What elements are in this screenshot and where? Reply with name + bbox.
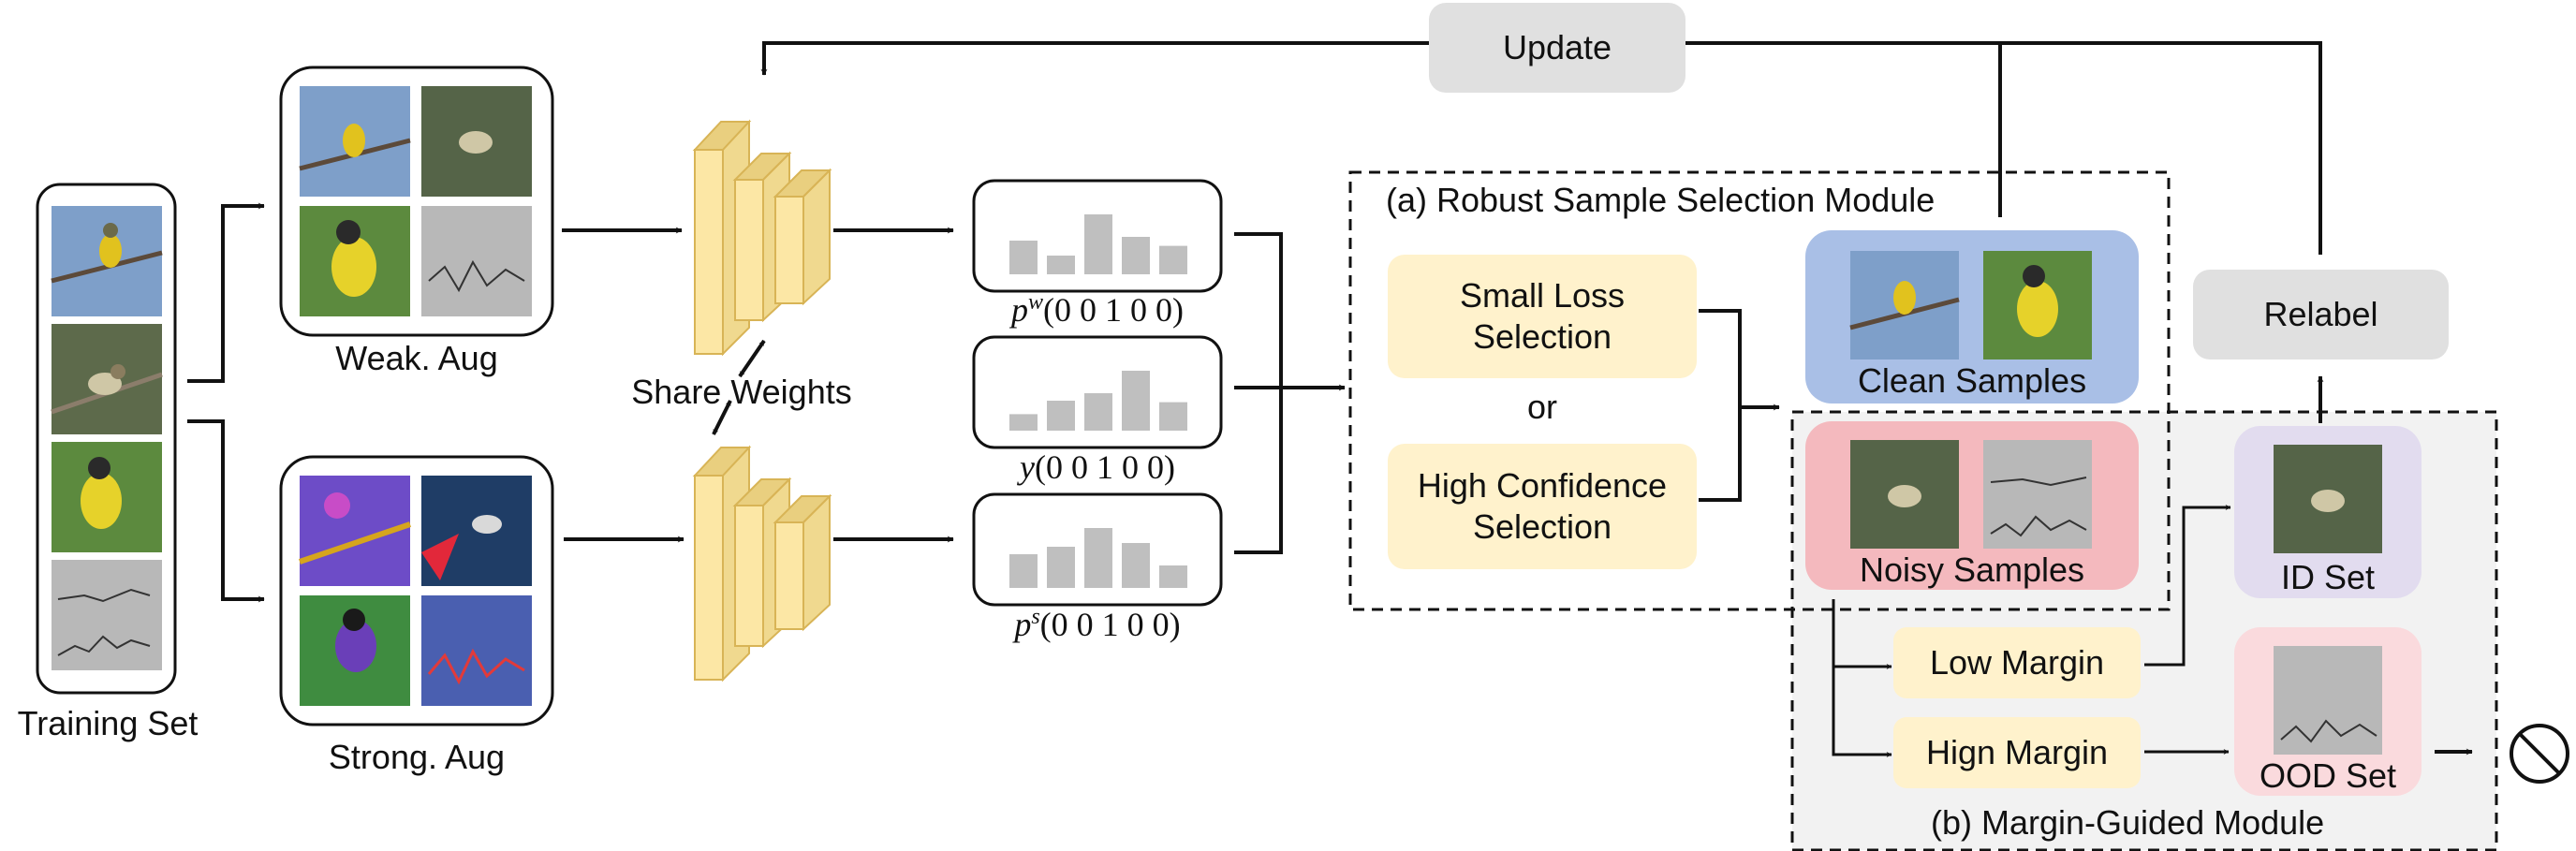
ood-set-label: OOD Set xyxy=(2259,756,2397,795)
ps-vector: (0 0 1 0 0) xyxy=(1039,606,1181,643)
line-relabel-to-update xyxy=(1685,41,2322,255)
arrow-low-margin-to-id xyxy=(2144,505,2231,667)
y-label: y(0 0 1 0 0) xyxy=(974,448,1221,487)
weak-aug-panel xyxy=(279,66,554,337)
strong-aug-image-4 xyxy=(421,595,532,706)
weak-aug-image-2 xyxy=(421,86,532,197)
strong-aug-panel xyxy=(279,455,554,726)
clean-sample-image-2 xyxy=(1983,251,2092,359)
training-image-bird-3 xyxy=(52,442,162,552)
training-image-bird-1 xyxy=(51,206,163,316)
dist-bar-ps-1 xyxy=(1009,554,1038,588)
dist-bar-ps-5 xyxy=(1159,565,1187,588)
discard-icon xyxy=(2510,724,2569,784)
dist-bar-pw-3 xyxy=(1084,214,1112,274)
pw-vector: (0 0 1 0 0) xyxy=(1043,291,1184,329)
dist-bars-y xyxy=(1009,371,1187,431)
dist-box-y xyxy=(972,335,1223,449)
pw-label: pw(0 0 1 0 0) xyxy=(974,290,1221,330)
small-loss-selection: Small Loss Selection xyxy=(1388,255,1697,378)
noisy-sample-image-2 xyxy=(1983,440,2092,549)
dist-bar-y-1 xyxy=(1009,414,1038,431)
strong-aug-image-3 xyxy=(300,595,410,706)
dist-bar-ps-4 xyxy=(1122,543,1150,588)
strong-aug-image-2 xyxy=(421,476,532,586)
arrow-to-weak-aug xyxy=(187,202,265,383)
share-weights-arrow-1 xyxy=(738,339,766,378)
id-set-label: ID Set xyxy=(2280,558,2376,596)
arrow-to-strong-aug xyxy=(187,419,265,603)
dist-bar-pw-1 xyxy=(1009,241,1038,274)
ps-symbol: p xyxy=(1014,606,1032,643)
weak-aug-image-1 xyxy=(299,86,411,197)
y-symbol: y xyxy=(1020,448,1035,486)
id-set-image xyxy=(2274,445,2382,553)
dist-bar-pw-4 xyxy=(1122,237,1150,274)
noisy-samples-label: Noisy Samples xyxy=(1859,550,2085,589)
noisy-sample-image-1 xyxy=(1850,440,1959,549)
training-set-panel xyxy=(36,183,177,695)
clean-sample-image-1 xyxy=(1849,251,1960,359)
y-vector: (0 0 1 0 0) xyxy=(1035,448,1175,486)
training-image-bird-2 xyxy=(51,324,163,434)
low-margin-box: Low Margin xyxy=(1893,627,2141,698)
module-b-title: (b) Margin-Guided Module xyxy=(1931,803,2325,842)
share-weights-arrow-2 xyxy=(712,400,732,435)
or-label: or xyxy=(1526,388,1557,426)
dist-bar-ps-3 xyxy=(1084,528,1112,588)
strong-aug-label: Strong. Aug xyxy=(328,738,506,776)
high-confidence-selection: High Confidence Selection xyxy=(1388,444,1697,569)
dist-bar-pw-5 xyxy=(1159,245,1187,274)
pw-symbol: p xyxy=(1011,291,1028,329)
clean-samples-label: Clean Samples xyxy=(1857,361,2087,400)
relabel-pill-bg xyxy=(2193,270,2449,359)
module-a-box xyxy=(1348,170,2171,611)
ood-set-image xyxy=(2274,646,2382,755)
training-image-chart xyxy=(52,560,162,670)
dist-bar-y-3 xyxy=(1084,393,1112,431)
ps-label: ps(0 0 1 0 0) xyxy=(974,605,1221,644)
relabel-button[interactable]: Relabel xyxy=(2263,295,2378,333)
training-set-label: Training Set xyxy=(17,704,199,742)
dist-bars-ps xyxy=(1009,528,1187,588)
bracket-distributions xyxy=(1234,232,1283,554)
bracket-selection xyxy=(1699,309,1742,502)
ps-superscript: s xyxy=(1031,605,1040,629)
strong-aug-image-1 xyxy=(299,476,411,586)
dist-bar-y-4 xyxy=(1122,371,1150,431)
share-weights-label: Share Weights xyxy=(631,373,852,411)
dist-bar-pw-2 xyxy=(1047,256,1075,274)
dist-bar-y-2 xyxy=(1047,401,1075,431)
weak-aug-image-4 xyxy=(421,206,532,316)
arrow-noisy-to-high-margin xyxy=(1832,655,1892,757)
module-a-title: (a) Robust Sample Selection Module xyxy=(1386,181,1936,219)
dist-bars-pw xyxy=(1009,214,1187,274)
high-margin-box: Hign Margin xyxy=(1893,717,2141,788)
update-pill-bg xyxy=(1429,3,1685,93)
update-button[interactable]: Update xyxy=(1502,28,1612,66)
network-top xyxy=(692,119,832,357)
dist-bar-y-5 xyxy=(1159,402,1187,431)
arrow-update-to-network xyxy=(760,41,1431,76)
weak-aug-label: Weak. Aug xyxy=(335,339,498,377)
pw-superscript: w xyxy=(1028,290,1044,315)
dist-bar-ps-2 xyxy=(1047,547,1075,588)
weak-aug-image-3 xyxy=(300,206,410,316)
network-bottom xyxy=(692,445,832,682)
